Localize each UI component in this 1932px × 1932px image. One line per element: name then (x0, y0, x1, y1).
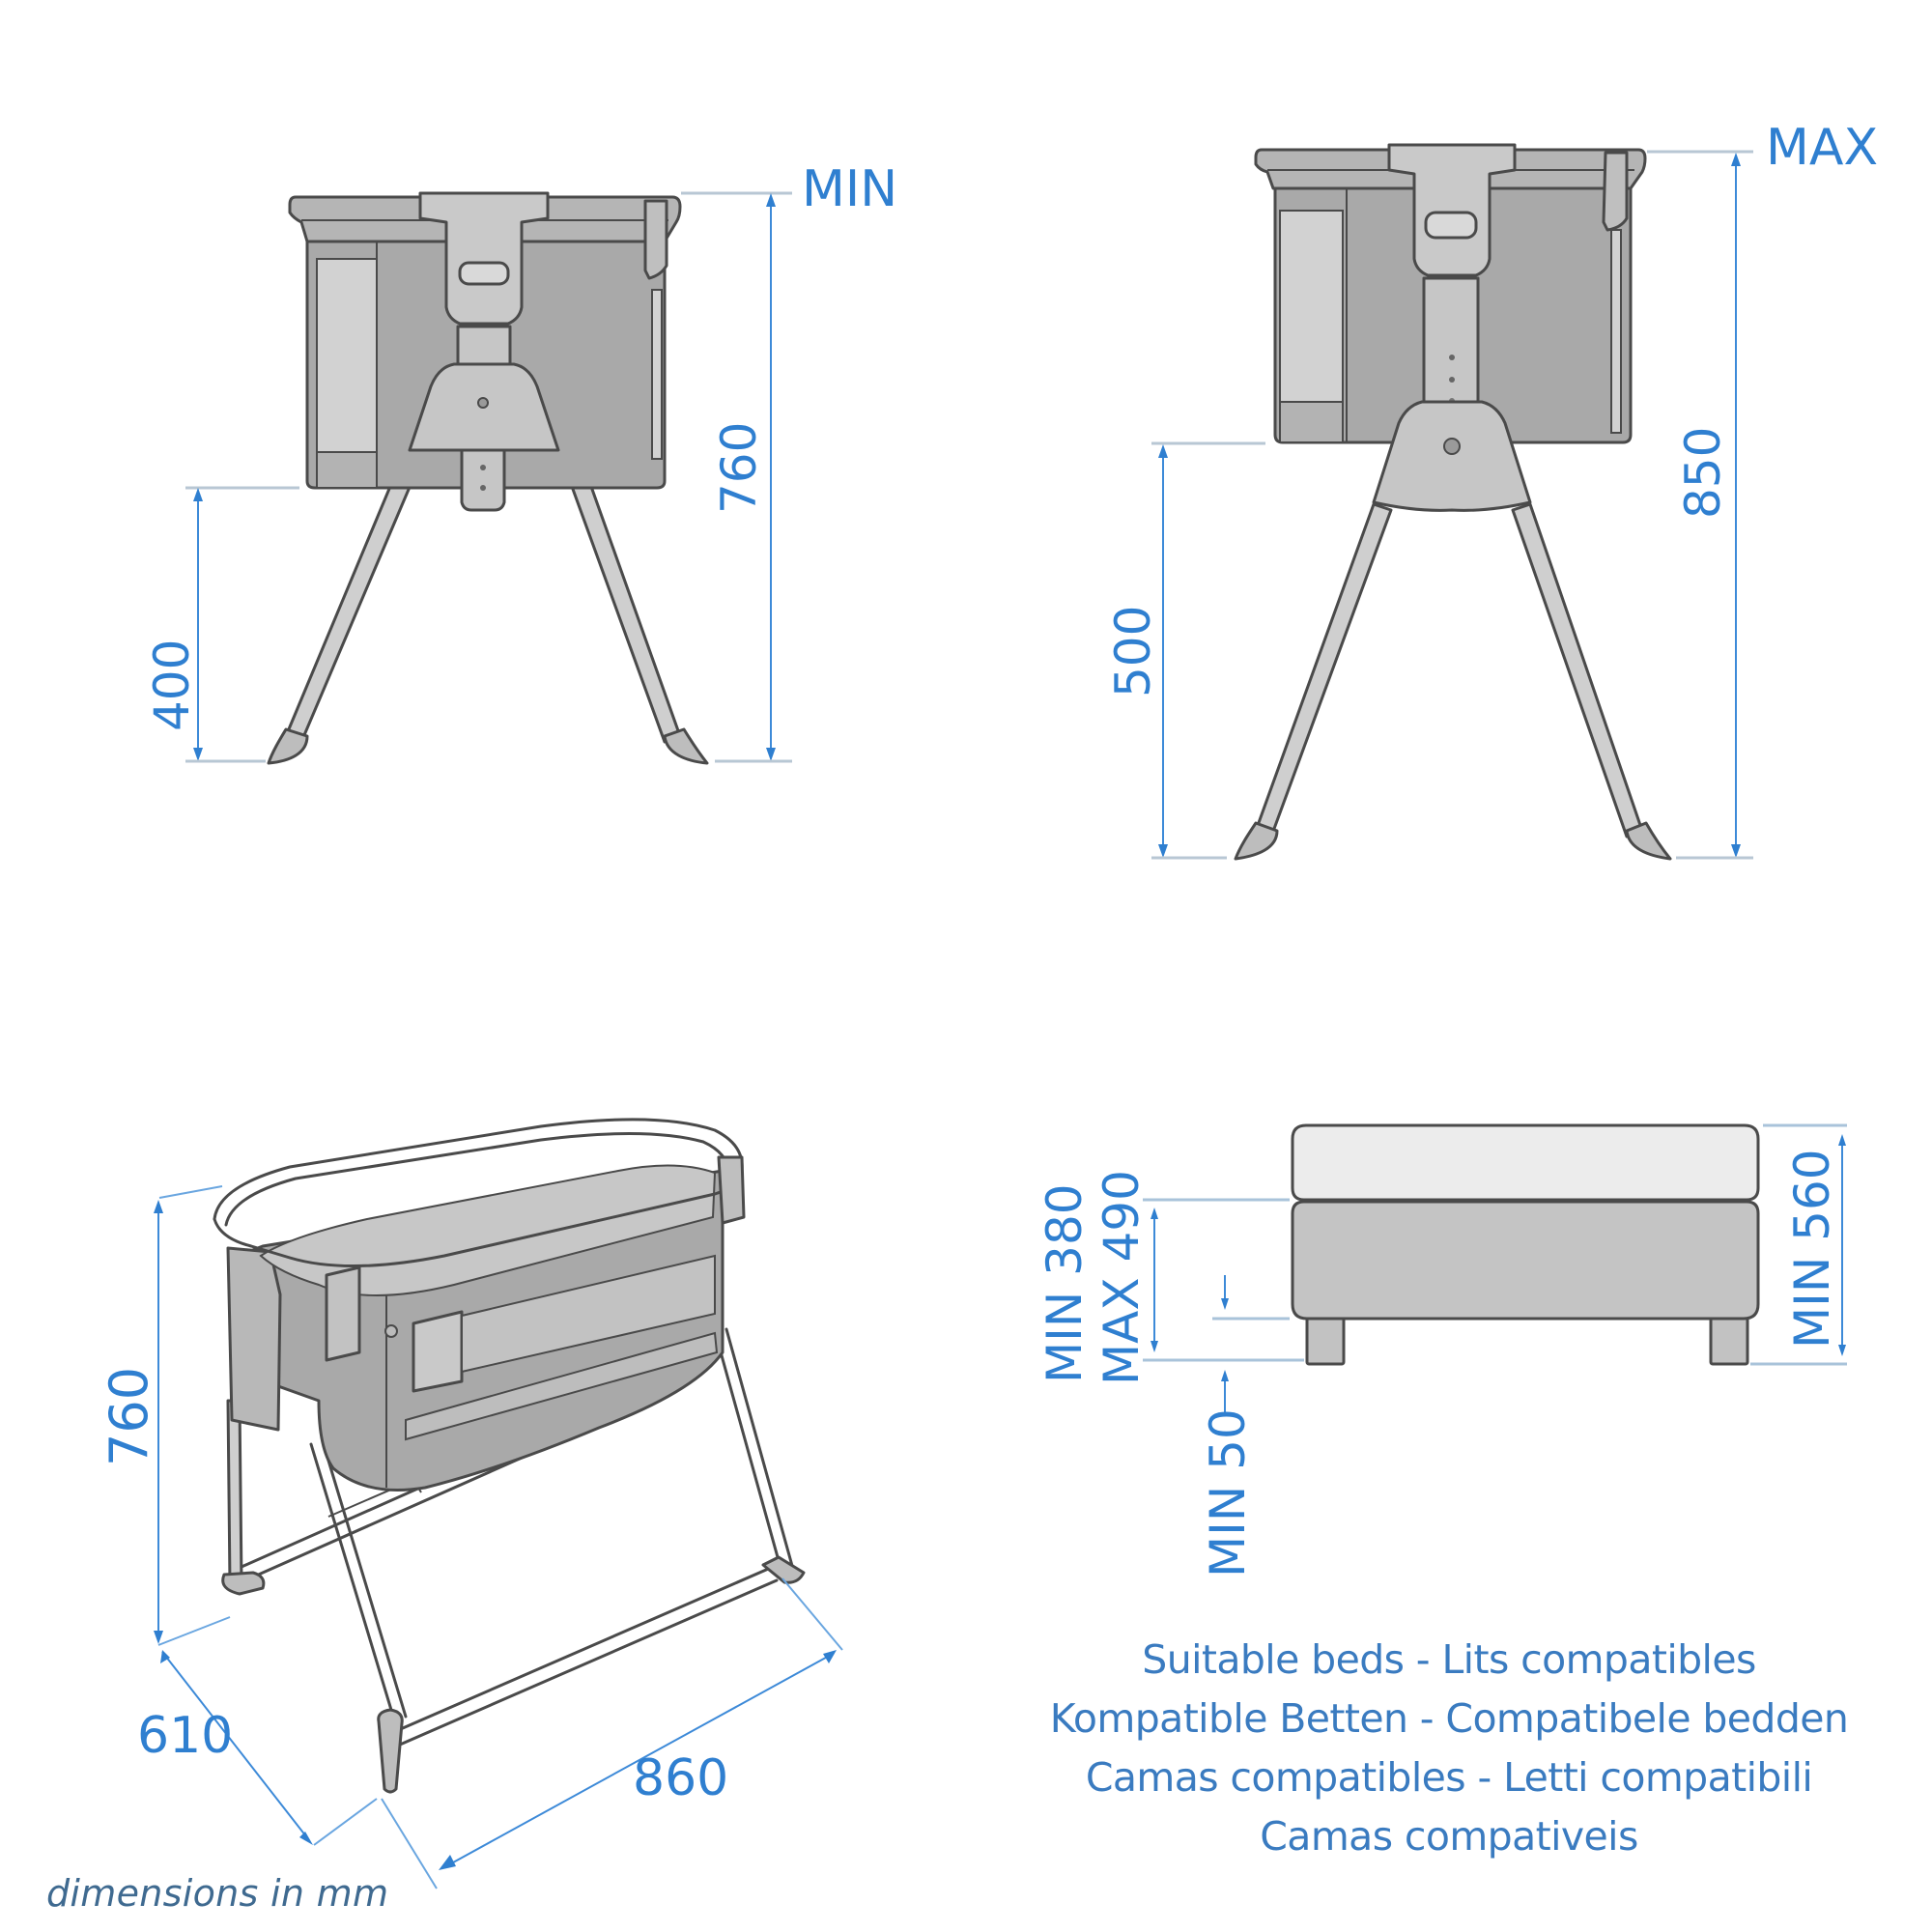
units-caption: dimensions in mm (46, 1872, 389, 1915)
front-view-max-panel: MAX 850 500 (1105, 119, 1878, 861)
width-860-label: 860 (633, 1749, 728, 1807)
bed-height-400-label: 400 (144, 639, 200, 731)
bed-illustration (1291, 1123, 1760, 1366)
bed-min-560-label: MIN 560 (1784, 1149, 1840, 1349)
clearance-min-50-label: MIN 50 (1200, 1408, 1256, 1577)
bassinet-frame (221, 1327, 806, 1794)
mattress-max-490-label: MAX 490 (1094, 1170, 1150, 1385)
total-height-850-label: 850 (1675, 427, 1731, 519)
perspective-view-panel: 760 610 860 (99, 1118, 843, 1889)
max-height-label: MAX (1766, 119, 1878, 177)
dimension-lines (1143, 1123, 1847, 1412)
suitable-beds-line-1: Suitable beds - Lits compatibles (1142, 1636, 1756, 1683)
min-height-label: MIN (802, 160, 897, 218)
dimension-lines (154, 1185, 843, 1889)
bassinet-legs (1234, 502, 1672, 861)
suitable-beds-line-2: Kompatible Betten - Compatibele bedden (1049, 1695, 1849, 1742)
depth-610-label: 610 (137, 1707, 233, 1765)
total-height-760-label: 760 (711, 422, 767, 514)
dimension-lines (185, 191, 792, 763)
mattress-min-380-label: MIN 380 (1037, 1183, 1093, 1383)
bassinet-body (1254, 143, 1647, 512)
front-view-min-panel: MIN 760 400 (144, 160, 897, 765)
suitable-beds-text: Suitable beds - Lits compatibles Kompati… (966, 1631, 1932, 1866)
bassinet-body (288, 191, 682, 512)
bed-height-500-label: 500 (1105, 606, 1161, 697)
suitable-beds-line-3: Camas compatibles - Letti compatibili (1085, 1754, 1813, 1801)
perspective-height-760-label: 760 (99, 1367, 159, 1466)
dimension-lines (1151, 150, 1753, 860)
suitable-beds-line-4: Camas compativeis (1260, 1813, 1638, 1860)
bassinet-body (213, 1118, 746, 1492)
suitable-bed-panel: MIN 380 MAX 490 MIN 560 MIN 50 (1037, 1123, 1847, 1577)
